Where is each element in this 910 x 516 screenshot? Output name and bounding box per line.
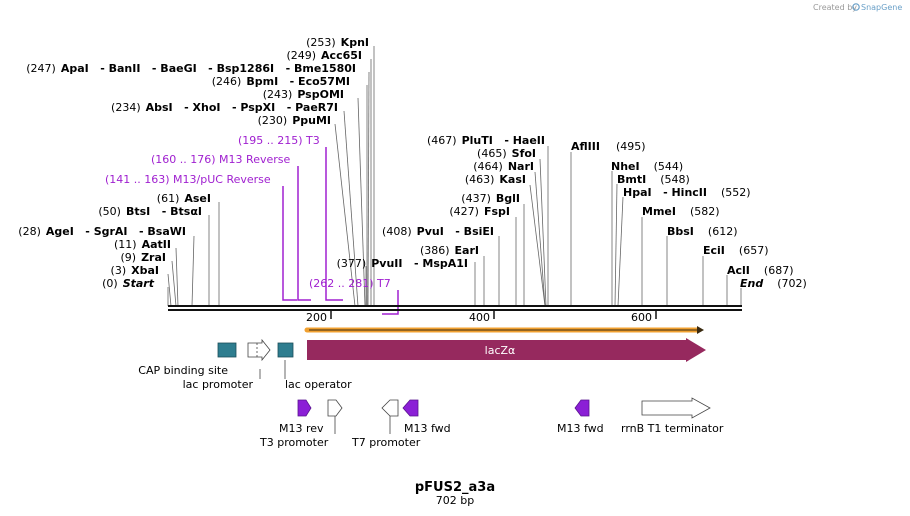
- site-label-bpmi: (246)BpmI - Eco57MI: [212, 75, 350, 88]
- snapgene-logo-icon: [852, 3, 860, 11]
- lac-promoter-label: lac promoter: [183, 378, 254, 391]
- site-label-fspi: (427)FspI: [449, 205, 510, 218]
- primer-label-t3: (195 .. 215) T3: [238, 134, 320, 147]
- t3-promoter-arrow: [327, 399, 343, 417]
- site-label-mmei: MmeI(582): [642, 205, 720, 218]
- credit-prefix: Created by: [813, 3, 857, 12]
- site-label-bgli: (437)BglI: [461, 192, 520, 205]
- site-label-pvui: (408)PvuI - BsiEI: [382, 225, 494, 238]
- site-label-bbsi: BbsI(612): [667, 225, 738, 238]
- credit-brand: SnapGene: [861, 3, 902, 12]
- rrnb-terminator-label: rrnB T1 terminator: [621, 422, 724, 435]
- site-label-ecii: EciI(657): [703, 244, 769, 257]
- sequence-backbone: [168, 305, 742, 311]
- site-labels-left: (253)KpnI (249)Acc65I (247)ApaI - BanII …: [18, 36, 468, 290]
- site-label-pluti: (467)PluTI - HaeII: [427, 134, 545, 147]
- site-label-start: (0)Start: [102, 277, 155, 290]
- plasmid-name: pFUS2_a3a: [415, 480, 495, 495]
- site-label-apai: (247)ApaI - BanII - BaeGI - Bsp1286I - B…: [26, 62, 356, 75]
- site-label-absi: (234)AbsI - XhoI - PspXI - PaeR7I: [111, 101, 338, 114]
- site-label-afliii: AflIII(495): [571, 140, 646, 153]
- features: lacZα CAP binding site lac promoter lac …: [138, 338, 724, 449]
- m13-fwd-label-2: M13 fwd: [557, 422, 604, 435]
- site-label-eari: (386)EarI: [420, 244, 479, 257]
- site-label-acli: AclI(687): [727, 264, 794, 277]
- site-label-pvuii: (377)PvuII - MspA1I: [337, 257, 468, 270]
- m13-fwd-label-1: M13 fwd: [404, 422, 451, 435]
- primer-m13puc-reverse-mark: [282, 186, 297, 301]
- site-label-asei: (61)AseI: [157, 192, 211, 205]
- primer-t7-mark: [382, 290, 399, 315]
- t3-promoter-label: T3 promoter: [259, 436, 329, 449]
- rrnb-terminator-arrow: [641, 397, 711, 419]
- site-label-pspomi: (243)PspOMI: [263, 88, 344, 101]
- primer-t3-mark: [325, 147, 343, 301]
- ruler-tick-600: 600: [631, 311, 652, 324]
- site-label-kpni: (253)KpnI: [306, 36, 369, 49]
- lac-operator-label: lac operator: [285, 378, 352, 391]
- site-label-end: End(702): [740, 277, 807, 290]
- primers: (195 .. 215) T3 (160 .. 176) M13 Reverse…: [105, 134, 399, 315]
- primer-label-m13-reverse: (160 .. 176) M13 Reverse: [151, 153, 290, 166]
- site-label-ppumi: (230)PpuMI: [258, 114, 331, 127]
- site-label-bmti: BmtI(548): [617, 173, 690, 186]
- m13-rev-label: M13 rev: [279, 422, 324, 435]
- m13-rev-arrow: [297, 399, 312, 417]
- ruler-tick-400: 400: [469, 311, 490, 324]
- primer-label-t7: (262 .. 281) T7: [309, 277, 391, 290]
- site-label-acc65i: (249)Acc65I: [286, 49, 362, 62]
- t7-promoter-arrow: [381, 399, 399, 417]
- site-label-nhei: NheI(544): [611, 160, 683, 173]
- site-label-xbai: (3)XbaI: [111, 264, 159, 277]
- lac-promoter-arrow: [247, 338, 271, 362]
- site-label-agei: (28)AgeI - SgrAI - BsaWI: [18, 225, 186, 238]
- m13-fwd-arrow-2: [574, 399, 590, 417]
- m13-fwd-arrow-1: [402, 399, 419, 417]
- lac-operator-box: [277, 342, 294, 358]
- primer-label-m13puc-reverse: (141 .. 163) M13/pUC Reverse: [105, 173, 271, 186]
- site-label-aatii: (11)AatII: [114, 238, 171, 251]
- site-label-hpai: HpaI - HincII(552): [623, 186, 751, 199]
- ruler: 200 400 600: [306, 311, 657, 324]
- cap-binding-site-box: [217, 342, 237, 358]
- site-label-btsi: (50)BtsI - BtsαI: [98, 205, 202, 218]
- site-label-zrai: (9)ZraI: [120, 251, 166, 264]
- cap-binding-site-label: CAP binding site: [138, 364, 228, 377]
- lacz-arrow: [307, 338, 706, 362]
- site-label-sfoi: (465)SfoI: [477, 147, 536, 160]
- orf-indicator: [304, 326, 704, 334]
- site-label-nari: (464)NarI: [473, 160, 534, 173]
- site-label-kasi: (463)KasI: [465, 173, 526, 186]
- site-labels-right: (467)PluTI - HaeII (465)SfoI (464)NarI (…: [382, 134, 807, 290]
- lacz-label: lacZα: [485, 344, 516, 357]
- t7-promoter-label: T7 promoter: [351, 436, 421, 449]
- site-leader-lines: [167, 46, 742, 307]
- plasmid-length: 702 bp: [436, 494, 474, 507]
- primer-m13-reverse-mark: [297, 166, 311, 301]
- ruler-tick-200: 200: [306, 311, 327, 324]
